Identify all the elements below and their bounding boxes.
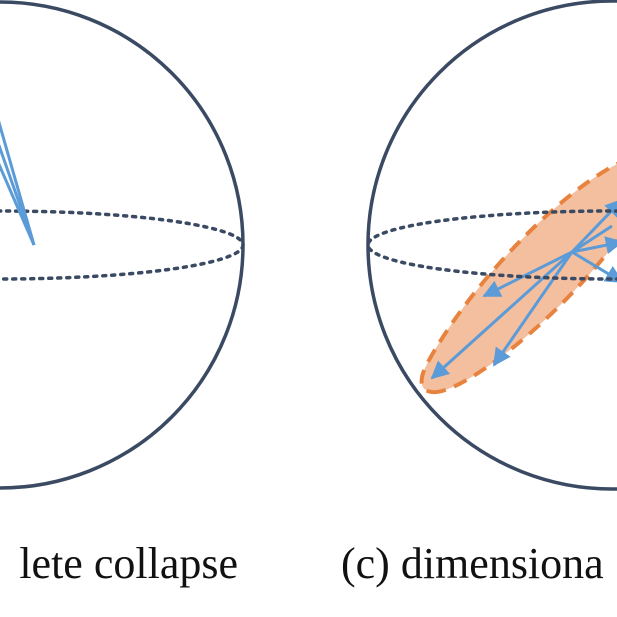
collapsed-vector-3 (0, 129, 36, 246)
vector-arrow-5 (571, 236, 617, 255)
caption-complete-collapse: lete collapse (19, 539, 238, 588)
left-collapsed-vectors (0, 111, 36, 246)
right-collapse-region (419, 156, 617, 395)
vector-arrow-4 (570, 198, 617, 254)
left-sphere-equator (0, 209, 245, 281)
vector-arrow-1 (482, 250, 573, 298)
collapsed-vector-2 (0, 119, 36, 246)
right-vectors (430, 198, 617, 380)
right-sphere-panel (366, 0, 617, 491)
vector-arrow-6 (571, 250, 617, 284)
right-sphere-equator (366, 209, 617, 281)
vector-arrow-2 (492, 251, 574, 367)
vector-arrow-3 (430, 250, 574, 380)
right-sphere-outline (366, 0, 617, 491)
left-sphere-outline (0, 0, 245, 490)
vector-line-7 (571, 224, 613, 254)
caption-dimensional-collapse: (c) dimensiona (341, 539, 604, 588)
left-sphere-panel (0, 0, 245, 490)
